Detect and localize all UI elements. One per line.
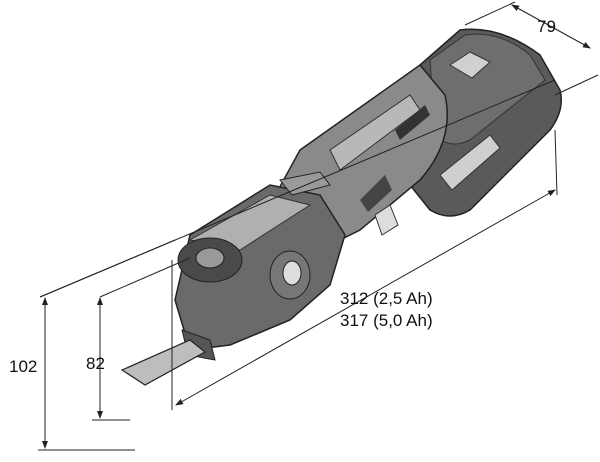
battery-label	[439, 134, 501, 191]
length-label-2-5ah: 312 (2,5 Ah)	[340, 289, 433, 308]
total-height-label: 102	[9, 357, 38, 376]
length-label-5-0ah: 317 (5,0 Ah)	[340, 311, 433, 330]
saw-blade	[120, 339, 207, 386]
tool-head	[174, 171, 346, 361]
dimension-lines	[38, 1, 599, 451]
width-dimension-label: 79	[537, 17, 556, 36]
head-height-label: 82	[86, 354, 105, 373]
battery-pack	[409, 28, 562, 217]
